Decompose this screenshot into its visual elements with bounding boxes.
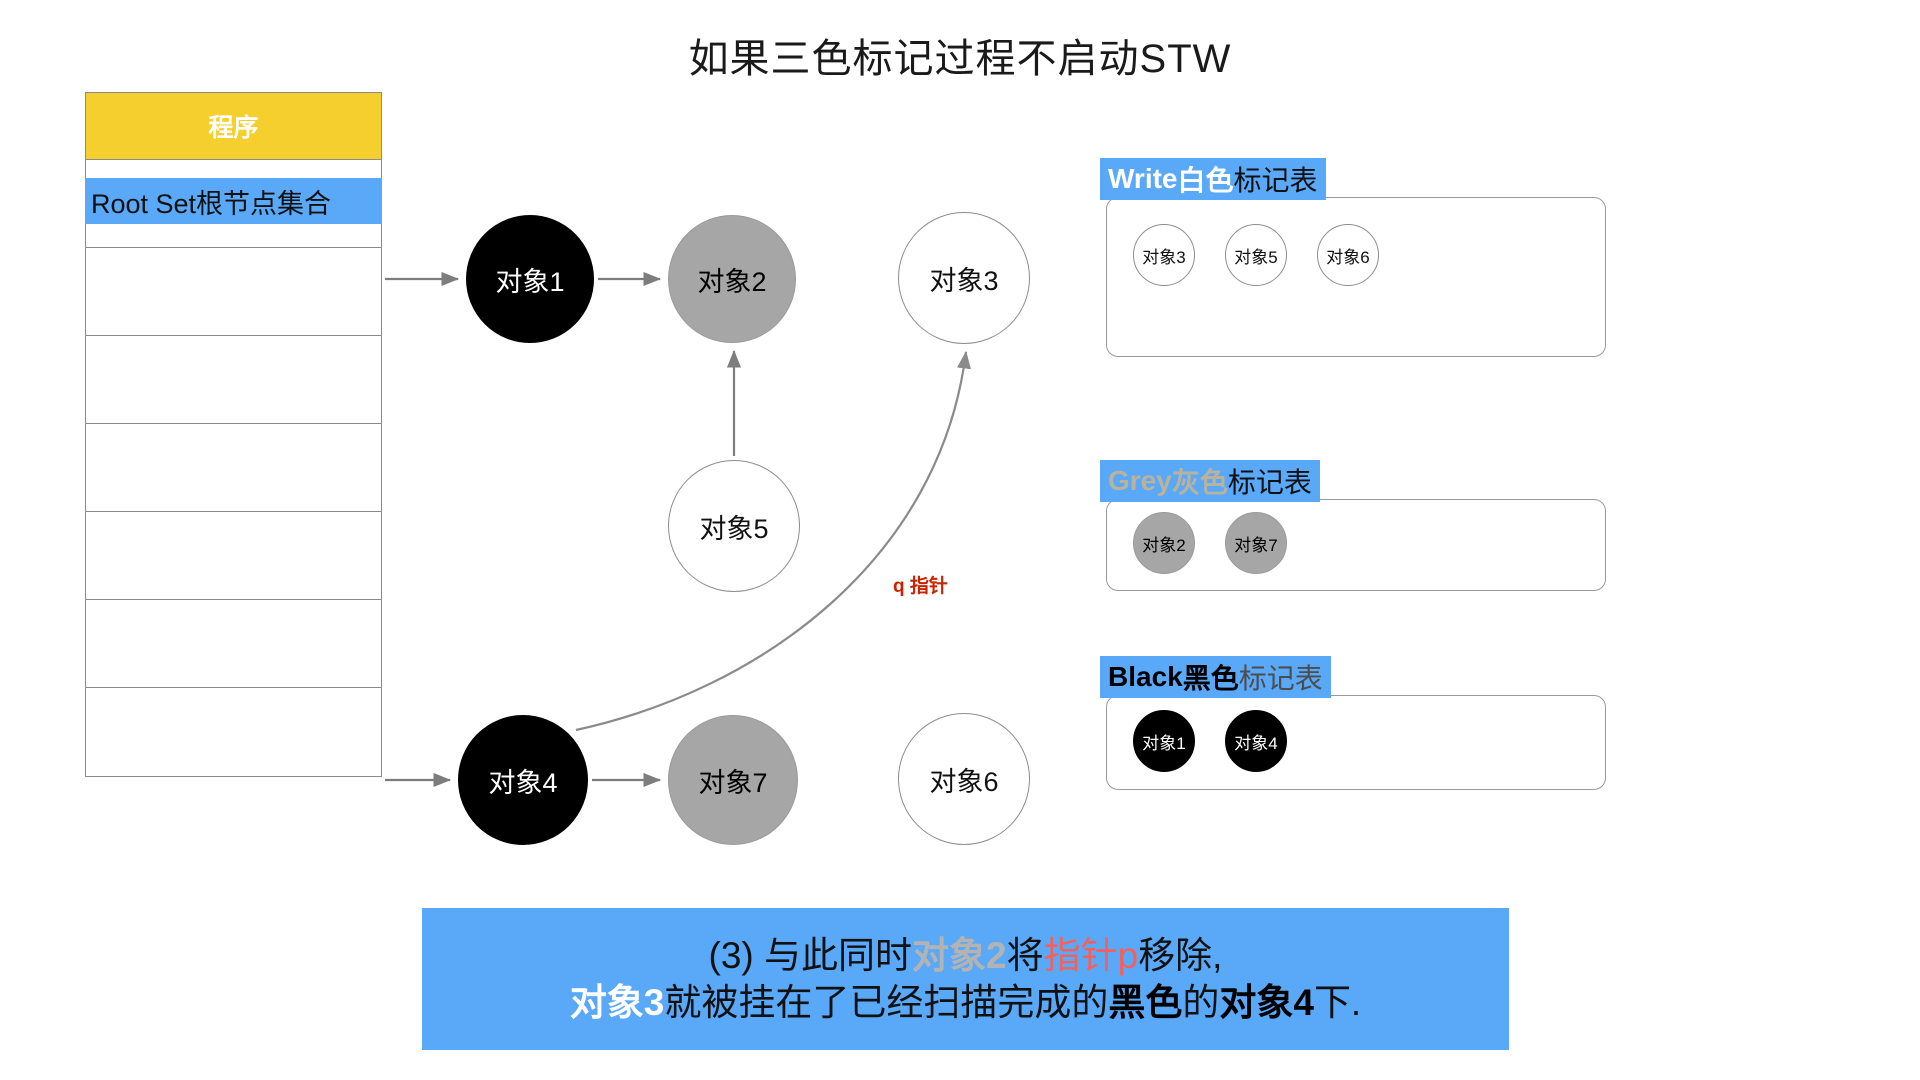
caption-l2-obj4: 对象4 bbox=[1219, 982, 1314, 1023]
list-item[interactable]: 对象6 bbox=[1317, 224, 1379, 286]
black-mark-table-body: 对象1 对象4 bbox=[1106, 695, 1606, 790]
graph-node-obj3[interactable]: 对象3 bbox=[898, 212, 1030, 344]
black-mark-table-header: Black 黑色标记表 bbox=[1100, 656, 1331, 698]
caption-l1-p3: 将 bbox=[1006, 934, 1044, 976]
black-mark-table-header-en: Black bbox=[1108, 661, 1183, 692]
caption-l2-p2: 就被挂在了已经扫描完成的 bbox=[664, 982, 1109, 1023]
table-row bbox=[86, 160, 381, 248]
caption-l1-pointer-p: 指针p bbox=[1043, 934, 1139, 976]
q-pointer-annotation: q 指针 bbox=[893, 576, 948, 597]
program-table: 程序 bbox=[85, 92, 382, 777]
table-row bbox=[86, 512, 381, 600]
program-table-rows bbox=[85, 160, 382, 777]
program-table-header: 程序 bbox=[85, 92, 382, 160]
grey-mark-table-header-en: Grey bbox=[1108, 465, 1172, 496]
root-set-label: Root Set根节点集合 bbox=[85, 178, 382, 224]
black-mark-table-header-color: 黑色 bbox=[1182, 663, 1239, 694]
table-row bbox=[86, 336, 381, 424]
graph-node-obj1[interactable]: 对象1 bbox=[466, 215, 594, 343]
caption-line-2: 对象3就被挂在了已经扫描完成的黑色的对象4下. bbox=[570, 979, 1361, 1026]
white-mark-table-header-suffix: 标记表 bbox=[1233, 165, 1318, 196]
caption-line-1: (3) 与此同时对象2将指针p移除, bbox=[709, 932, 1223, 979]
page-title: 如果三色标记过程不启动STW bbox=[688, 37, 1232, 81]
grey-mark-table-header-suffix: 标记表 bbox=[1227, 467, 1312, 498]
table-row bbox=[86, 248, 381, 336]
white-mark-table-header-en: Write bbox=[1108, 163, 1178, 194]
white-mark-table-header: Write 白色标记表 bbox=[1100, 158, 1326, 200]
graph-node-obj6[interactable]: 对象6 bbox=[898, 713, 1030, 845]
graph-node-obj7[interactable]: 对象7 bbox=[668, 715, 798, 845]
list-item[interactable]: 对象3 bbox=[1133, 224, 1195, 286]
caption-l2-black: 黑色 bbox=[1108, 982, 1183, 1023]
table-row bbox=[86, 600, 381, 688]
caption-l2-p6: 下. bbox=[1313, 982, 1362, 1023]
grey-mark-table-header-color: 灰色 bbox=[1171, 467, 1228, 498]
black-mark-table-header-suffix: 标记表 bbox=[1238, 663, 1323, 694]
caption-l1-obj2: 对象2 bbox=[912, 934, 1007, 976]
graph-node-obj4[interactable]: 对象4 bbox=[458, 715, 588, 845]
caption-l1-p5: 移除, bbox=[1138, 934, 1223, 976]
table-row bbox=[86, 688, 381, 776]
list-item[interactable]: 对象2 bbox=[1133, 512, 1195, 574]
list-item[interactable]: 对象7 bbox=[1225, 512, 1287, 574]
caption-l1-p1: (3) 与此同时 bbox=[708, 934, 913, 976]
table-row bbox=[86, 424, 381, 512]
grey-mark-table-body: 对象2 对象7 bbox=[1106, 499, 1606, 591]
graph-node-obj2[interactable]: 对象2 bbox=[668, 215, 796, 343]
caption-l2-obj3: 对象3 bbox=[569, 982, 665, 1023]
caption-banner: (3) 与此同时对象2将指针p移除, 对象3就被挂在了已经扫描完成的黑色的对象4… bbox=[422, 908, 1509, 1050]
white-mark-table-header-color: 白色 bbox=[1177, 165, 1234, 196]
grey-mark-table-header: Grey 灰色标记表 bbox=[1100, 460, 1320, 502]
list-item[interactable]: 对象5 bbox=[1225, 224, 1287, 286]
list-item[interactable]: 对象4 bbox=[1225, 710, 1287, 772]
graph-node-obj5[interactable]: 对象5 bbox=[668, 460, 800, 592]
white-mark-table-body: 对象3 对象5 对象6 bbox=[1106, 197, 1606, 357]
list-item[interactable]: 对象1 bbox=[1133, 710, 1195, 772]
caption-l2-p4: 的 bbox=[1182, 982, 1220, 1023]
